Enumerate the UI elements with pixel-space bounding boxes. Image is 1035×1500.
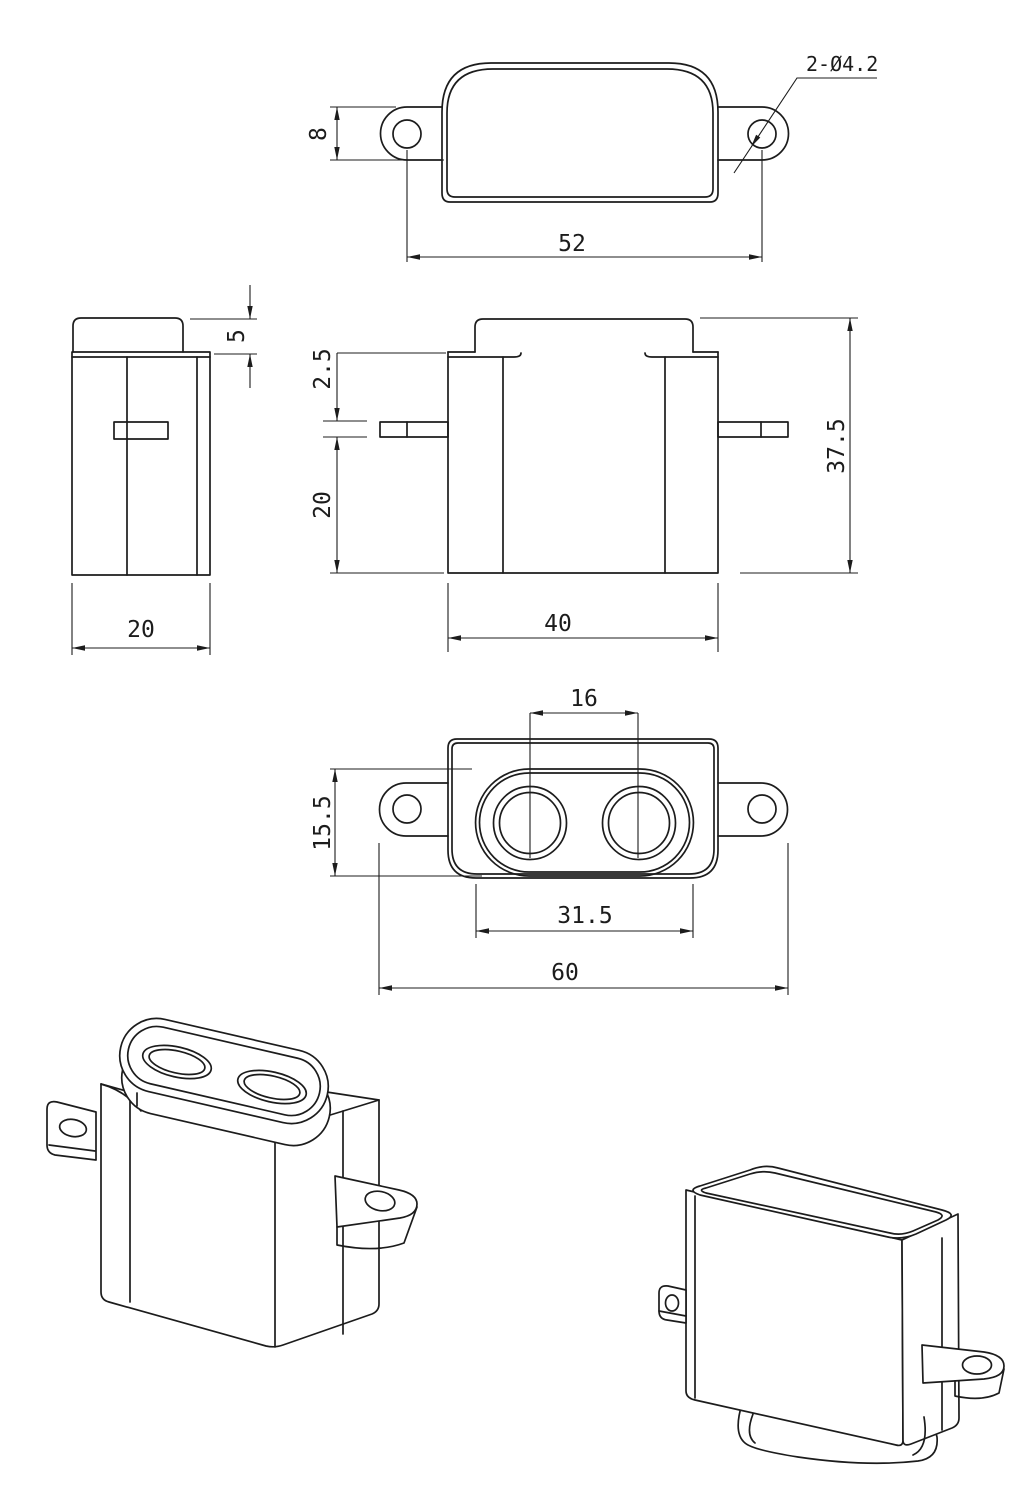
right-transducer-inner (607, 791, 671, 855)
iso1-right-tab-underside (336, 1206, 418, 1250)
iso1-right-hole (364, 1190, 396, 1212)
iso2-corner-lines (694, 1195, 943, 1431)
front-left-tab (379, 421, 449, 438)
dim-dome-width: 31.5 (475, 884, 694, 938)
iso2-right-face (901, 1213, 960, 1446)
front-right-tab (717, 421, 789, 438)
front-view: 2.5 20 37.5 40 (310, 317, 858, 652)
dim-tab-thickness: 2.5 (310, 348, 446, 438)
iso1-left-tab (46, 1100, 97, 1161)
iso2-top-face (692, 1165, 952, 1239)
dim-tab-height: 8 (306, 106, 444, 161)
face-right-tab (717, 782, 789, 837)
dim-tab-to-base: 20 (310, 437, 444, 574)
body-inner-line (446, 68, 714, 198)
dim-dome-depth: 15.5 (310, 768, 482, 877)
side-view: 5 20 (71, 285, 257, 655)
dim-dome-width-label: 31.5 (557, 903, 612, 929)
iso2-left-hole (664, 1294, 680, 1312)
hole-callout: 2-Ø4.2 (733, 52, 878, 174)
dim-transducer-spacing: 16 (529, 686, 639, 858)
dim-body-width-label: 40 (544, 611, 572, 637)
dome-inner-line (478, 772, 691, 873)
side-tab (113, 421, 169, 440)
iso1-body (100, 1083, 380, 1348)
front-cap (474, 318, 694, 353)
isometric-view-front (46, 1017, 418, 1348)
iso2-left-tab-edge (658, 1310, 687, 1317)
dim-tab-height-label: 8 (306, 127, 332, 141)
front-shoulder-lines (447, 351, 719, 358)
iso2-left-tab (658, 1285, 687, 1324)
side-cap (72, 317, 184, 353)
dim-body-depth: 20 (71, 583, 211, 655)
dim-hole-spacing-label: 52 (558, 231, 586, 257)
face-view: 16 15.5 31.5 60 (310, 686, 789, 995)
iso2-right-hole (961, 1355, 993, 1375)
dim-tab-thickness-label: 2.5 (310, 348, 336, 390)
iso1-right-tab (334, 1175, 418, 1228)
dim-tab-to-base-label: 20 (310, 491, 336, 519)
iso1-left-transducer (141, 1044, 213, 1080)
iso1-right-transducer (236, 1069, 308, 1105)
callout-arrow (751, 134, 761, 147)
dim-cap-height: 5 (190, 285, 257, 388)
dim-overall-height-label: 37.5 (824, 418, 850, 473)
callout-leader-line (733, 77, 877, 174)
isometric-view-back (658, 1165, 1005, 1465)
dim-overall-width-label: 60 (551, 960, 579, 986)
right-transducer-outer (601, 785, 677, 861)
front-body (447, 351, 719, 574)
face-left-hole (392, 794, 422, 824)
face-left-tab (378, 782, 449, 837)
dim-overall-width: 60 (378, 843, 789, 995)
iso2-top-face-inner (700, 1170, 943, 1235)
side-body (71, 351, 211, 576)
left-mount-hole (392, 119, 422, 149)
dim-dome-depth-label: 15.5 (310, 795, 336, 850)
iso1-cap-top-inner (126, 1025, 322, 1117)
iso1-left-transducer-inner (148, 1048, 206, 1076)
iso1-left-tab-edge (48, 1144, 96, 1152)
body-outline (441, 62, 719, 203)
dome-outline (474, 768, 695, 877)
face-right-hole (747, 794, 777, 824)
dim-hole-spacing: 52 (406, 150, 763, 262)
right-mount-hole (747, 119, 777, 149)
iso2-right-tab-underside (954, 1368, 1005, 1400)
side-corner-lines (126, 356, 198, 576)
dim-body-depth-label: 20 (127, 617, 155, 643)
iso1-right-transducer-inner (243, 1073, 301, 1101)
dim-cap-height-label: 5 (224, 329, 250, 343)
plan-view: 8 52 2-Ø4.2 (306, 52, 878, 262)
iso2-dome-band-walls (748, 1413, 927, 1456)
left-mount-tab (379, 106, 443, 161)
face-body-outline (447, 738, 719, 879)
hole-callout-label: 2-Ø4.2 (806, 52, 878, 76)
iso1-left-hole (58, 1118, 88, 1138)
dim-body-width: 40 (447, 583, 719, 652)
right-mount-tab (717, 106, 790, 161)
face-body-inner-line (451, 742, 715, 875)
front-corner-lines (502, 356, 666, 574)
dim-transducer-spacing-label: 16 (570, 686, 598, 712)
dim-overall-height: 37.5 (700, 317, 858, 574)
